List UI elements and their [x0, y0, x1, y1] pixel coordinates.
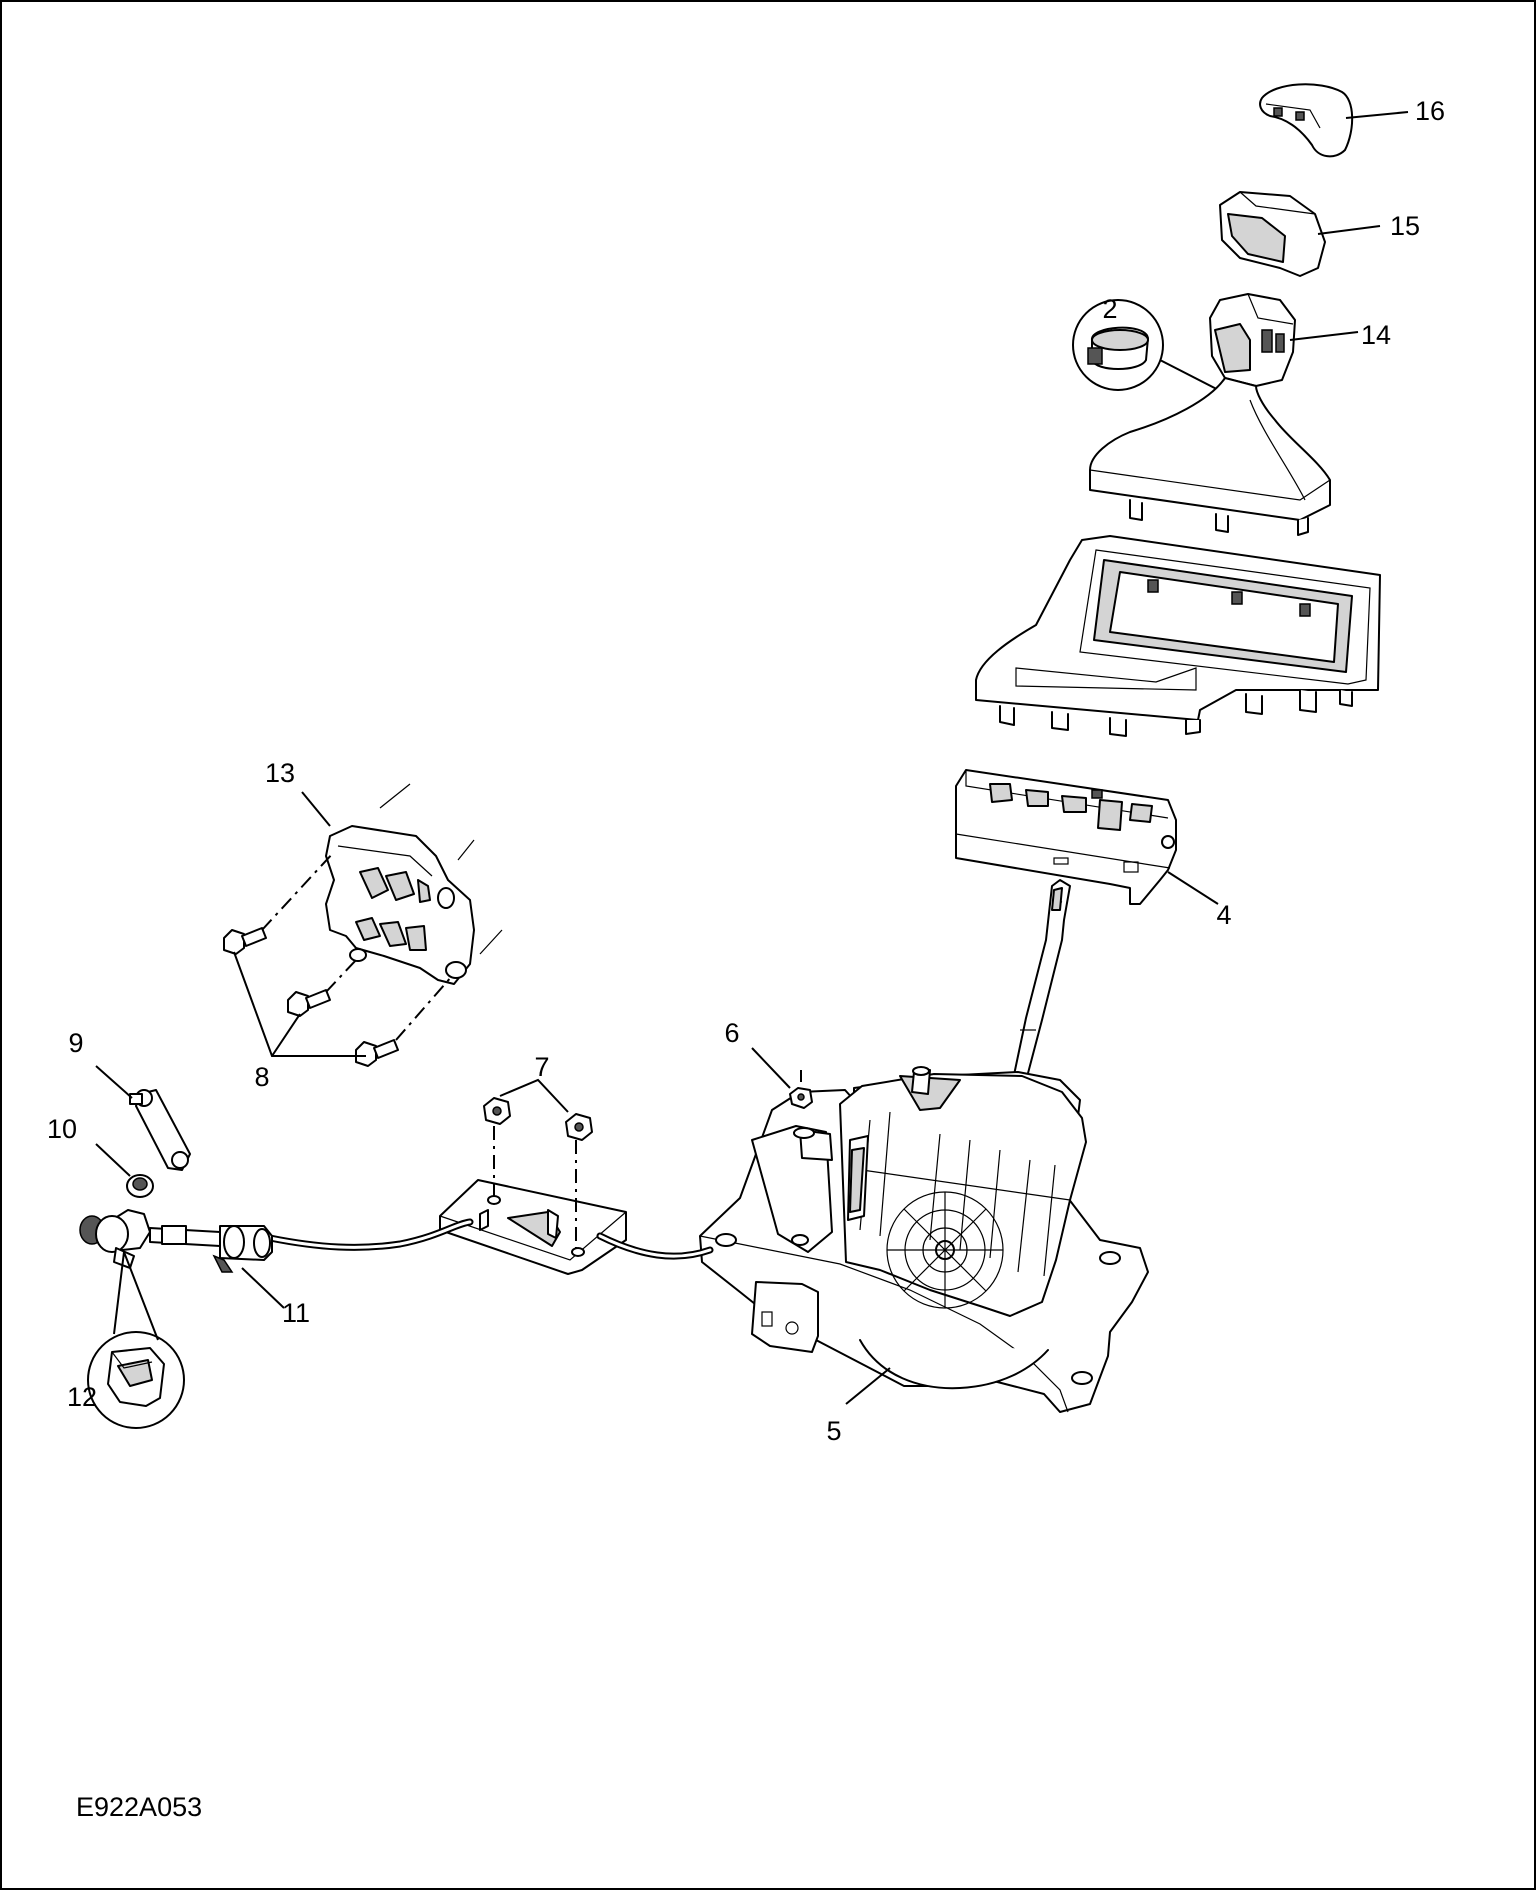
part-14-leader — [1289, 331, 1359, 341]
part-12-leader — [113, 1251, 159, 1341]
part-13-mounting-bracket — [325, 825, 475, 985]
part-15-knob-shell — [1219, 191, 1326, 277]
callout-9: 9 — [68, 1028, 83, 1058]
part-8-screw-1 — [223, 927, 267, 955]
part-9-leader — [95, 1065, 133, 1099]
callout-16: 16 — [1415, 96, 1445, 126]
callout-13: 13 — [265, 758, 295, 788]
callout-14: 14 — [1361, 320, 1391, 350]
part-7-cable-plate — [439, 1179, 627, 1275]
callout-5: 5 — [826, 1416, 841, 1446]
part-8-screw-3 — [355, 1039, 399, 1067]
callout-4: 4 — [1216, 900, 1231, 930]
part-8-dash-3 — [395, 975, 453, 1041]
part-6-leader — [751, 1047, 791, 1089]
part-5-leader — [845, 1367, 891, 1405]
part-12-clip-detail — [87, 1331, 185, 1429]
figure-code: E922A053 — [76, 1792, 202, 1822]
shift-boot — [1089, 377, 1331, 536]
callout-7: 7 — [534, 1052, 549, 1082]
part-4-leader — [1167, 871, 1219, 905]
part-7-leader — [499, 1078, 569, 1113]
callout-10: 10 — [47, 1114, 77, 1144]
callout-2: 2 — [1102, 294, 1117, 324]
console-bezel — [975, 535, 1381, 737]
part-8-dash-1 — [261, 851, 335, 931]
part-4-switch-pack — [955, 769, 1177, 905]
callout-11: 11 — [282, 1298, 310, 1328]
part-5-selector-housing — [699, 1066, 1149, 1413]
part-16-leader — [1345, 111, 1409, 119]
part-10-bushing — [126, 1174, 154, 1198]
part-7-nut-right — [565, 1113, 593, 1141]
callout-8: 8 — [254, 1062, 269, 1092]
part-8-screw-2 — [287, 989, 331, 1017]
part-8-dash-2 — [325, 959, 357, 993]
part-2-detail-circle — [1072, 299, 1164, 391]
part-13-cut-3 — [479, 929, 503, 955]
callout-15: 15 — [1390, 211, 1420, 241]
part-11-leader — [241, 1267, 285, 1309]
part-8-leader — [233, 951, 366, 1057]
part-13-leader — [301, 791, 331, 827]
part-14-lever-top — [1209, 293, 1296, 387]
shift-lever-rod — [1009, 879, 1071, 1097]
part-15-leader — [1317, 225, 1381, 235]
callout-12: 12 — [67, 1382, 97, 1412]
callout-6: 6 — [724, 1018, 739, 1048]
part-16-knob-cap — [1259, 83, 1354, 158]
part-10-leader — [95, 1143, 131, 1177]
part-9-link-lever — [129, 1089, 191, 1171]
part-13-cut-1 — [379, 783, 411, 809]
part-6-nut — [789, 1087, 813, 1109]
part-11-selector-cable — [79, 1209, 714, 1273]
part-13-cut-2 — [457, 839, 475, 861]
part-7-nut-left — [483, 1097, 511, 1125]
